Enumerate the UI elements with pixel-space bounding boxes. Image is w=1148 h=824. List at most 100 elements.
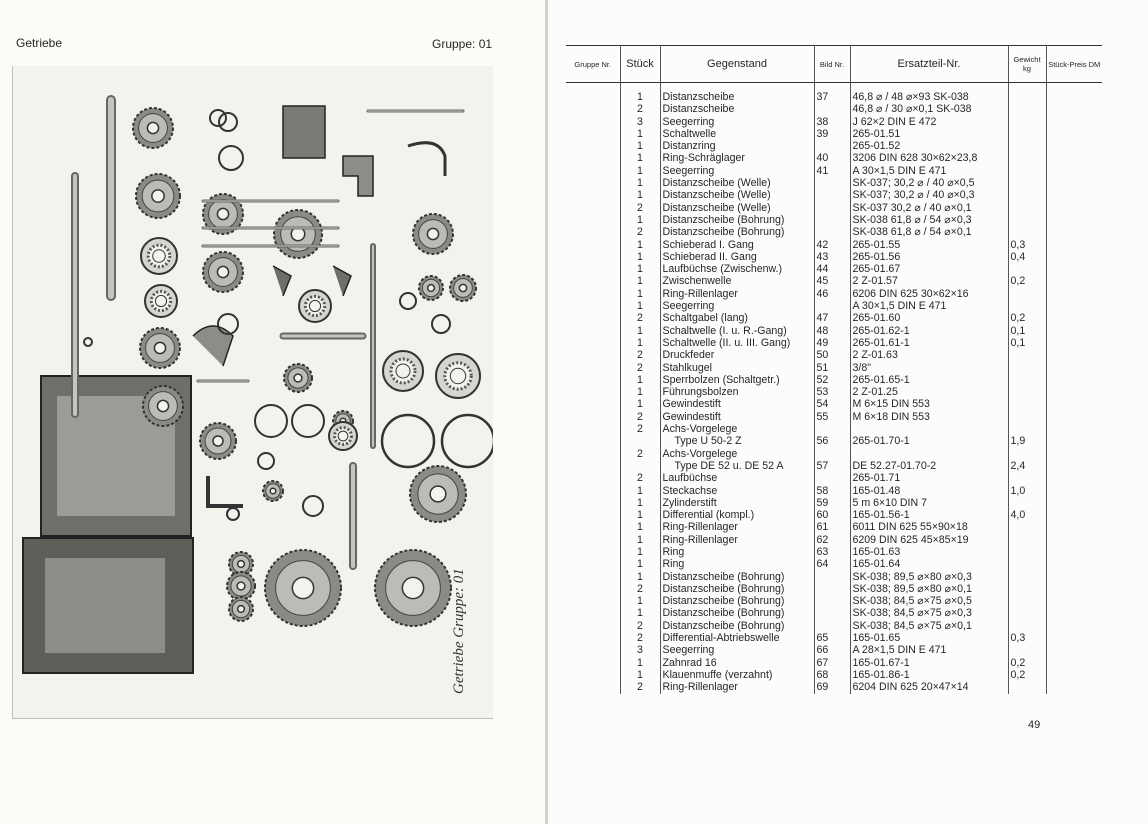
group-cell <box>566 91 620 103</box>
ring-19 <box>217 313 239 335</box>
item-cell: Klauenmuffe (verzahnt) <box>659 668 814 682</box>
weight-cell: 1,9 <box>1007 435 1046 448</box>
group-cell <box>566 644 620 656</box>
qty-cell: 1 <box>619 533 660 546</box>
picture-number-cell <box>813 447 850 460</box>
part-number-cell: 265-01.67 <box>849 263 1008 276</box>
group-cell <box>566 103 620 115</box>
item-cell: Schieberad I. Gang <box>659 238 814 251</box>
price-cell <box>1045 263 1102 276</box>
qty-cell: 1 <box>619 300 660 313</box>
group-cell <box>566 534 620 546</box>
price-cell <box>1045 410 1102 424</box>
section-title: Getriebe <box>16 36 63 50</box>
circlip-66 <box>399 292 417 310</box>
item-cell: Achs-Vorgelege <box>659 447 814 460</box>
flange-24-bore <box>212 435 224 447</box>
weight-cell: 0,1 <box>1007 324 1046 337</box>
linkage-73 <box>407 141 447 176</box>
qty-cell: 1 <box>619 263 660 276</box>
weight-cell: 1,0 <box>1007 484 1046 497</box>
picture-number-cell <box>813 619 850 633</box>
group-cell <box>566 681 620 693</box>
group-cell <box>566 189 620 201</box>
item-cell: Distanzring <box>659 140 814 153</box>
qty-cell: 1 <box>619 250 660 264</box>
picture-number-cell <box>813 595 850 608</box>
ring-35 <box>257 452 275 470</box>
price-cell <box>1045 213 1102 227</box>
picture-number-cell <box>813 570 850 583</box>
qty-cell: 1 <box>619 398 660 411</box>
qty-cell: 2 <box>619 582 660 596</box>
part-number-cell: 3/8" <box>849 361 1008 374</box>
price-cell <box>1045 398 1102 411</box>
qty-cell: 1 <box>619 238 660 251</box>
item-cell: Differential-Abtriebswelle <box>659 632 814 645</box>
part-number-cell: SK-038; 84,5 ⌀×75 ⌀×0,1 <box>849 619 1008 633</box>
part-number-cell: 6011 DIN 625 55×90×18 <box>849 521 1008 534</box>
part-number-cell: SK-038 61,8 ⌀ / 54 ⌀×0,3 <box>849 213 1008 227</box>
price-cell <box>1045 435 1102 448</box>
picture-number-cell: 48 <box>813 324 850 337</box>
shift-lever-80 <box>342 155 374 197</box>
item-cell: Distanzscheibe (Welle) <box>659 177 814 190</box>
page-number: 49 <box>1028 719 1041 731</box>
item-cell: Distanzscheibe (Welle) <box>659 201 814 214</box>
picture-number-cell: 64 <box>813 558 850 571</box>
item-cell: Differential (kompl.) <box>659 509 814 522</box>
weight-cell <box>1007 201 1046 214</box>
part-number-cell: SK-037; 30,2 ⌀ / 40 ⌀×0,5 <box>849 177 1008 190</box>
weight-cell <box>1007 607 1046 620</box>
weight-cell <box>1007 570 1046 583</box>
item-cell: Schaltwelle <box>659 127 814 141</box>
weight-cell <box>1007 398 1046 411</box>
picture-number-cell: 46 <box>813 287 850 301</box>
bearing-61-bore <box>449 367 467 385</box>
picture-number-cell: 43 <box>813 250 850 264</box>
price-cell <box>1045 238 1102 251</box>
ring-64 <box>440 413 493 469</box>
item-cell: Ring-Rillenlager <box>659 521 814 534</box>
item-cell: Distanzscheibe (Bohrung) <box>659 570 814 583</box>
qty-cell: 2 <box>619 410 660 424</box>
price-cell <box>1045 287 1102 301</box>
ring-63 <box>380 413 436 469</box>
price-cell <box>1045 127 1102 141</box>
price-cell <box>1045 103 1102 116</box>
group-cell <box>566 177 620 189</box>
price-cell <box>1045 115 1102 128</box>
part-number-cell: 3206 DIN 628 30×62×23,8 <box>849 152 1008 165</box>
gear-57-bore <box>291 576 315 600</box>
picture-number-cell: 41 <box>813 164 850 178</box>
qty-cell: 2 <box>619 312 660 325</box>
group-cell <box>566 558 620 570</box>
gear-42-bore <box>293 373 303 383</box>
weight-cell: 0,3 <box>1007 238 1046 251</box>
group-cell <box>566 423 620 435</box>
price-cell <box>1045 373 1102 387</box>
picture-number-cell <box>813 472 850 485</box>
gear-8-bore <box>153 341 167 355</box>
weight-cell <box>1007 496 1046 510</box>
qty-cell: 1 <box>619 570 660 583</box>
picture-number-cell <box>813 582 850 596</box>
part-number-cell: 165-01.48 <box>849 484 1008 497</box>
price-cell <box>1045 423 1102 436</box>
price-cell <box>1045 607 1102 620</box>
part-number-cell: SK-038 61,8 ⌀ / 54 ⌀×0,1 <box>849 226 1008 239</box>
part-number-cell: 165-01.64 <box>849 558 1008 571</box>
part-number-cell: 265-01.51 <box>849 127 1008 141</box>
spacer-cell <box>1007 82 1046 91</box>
